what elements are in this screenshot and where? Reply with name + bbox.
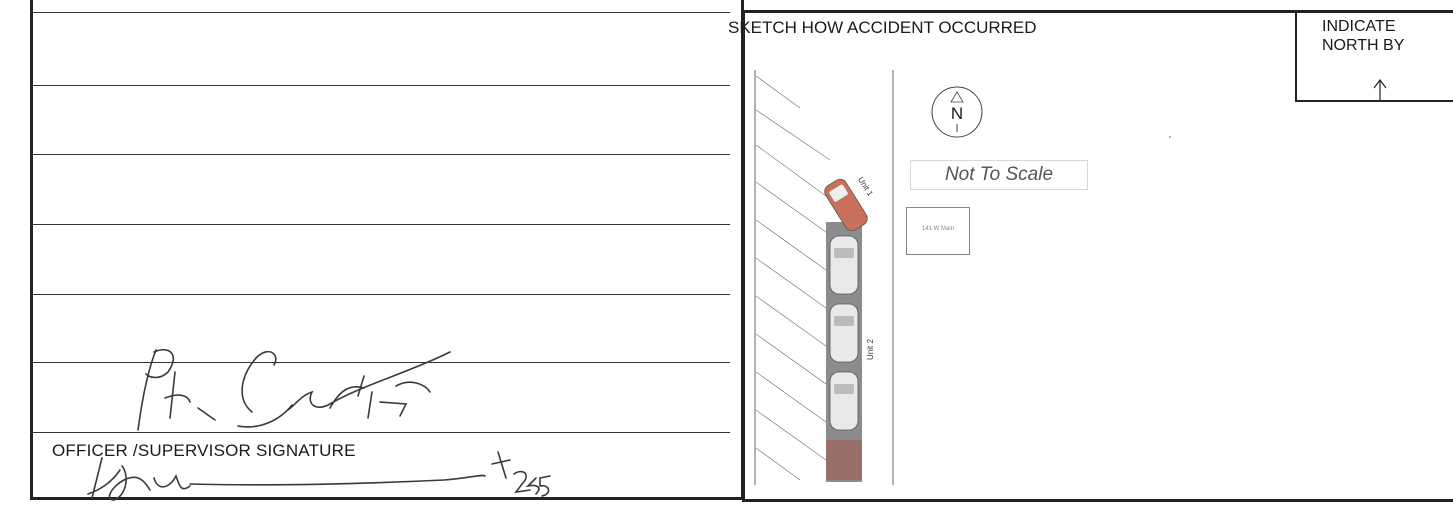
narrative-line (30, 85, 730, 86)
signature-stroke (137, 348, 174, 431)
vehicle-unit2-a (829, 235, 859, 295)
compass-north-letter: N (950, 104, 964, 123)
signature-label: OFFICER /SUPERVISOR SIGNATURE (52, 441, 356, 460)
north-box-line-2: NORTH BY (1322, 37, 1405, 54)
unit-2-label: Unit 2 (865, 339, 875, 360)
sketch-section (742, 10, 1453, 502)
narrative-line (30, 224, 730, 225)
accident-report-form: OFFICER /SUPERVISOR SIGNATURE (30, 0, 1453, 502)
signature-stroke (395, 381, 431, 393)
signature-stroke (87, 457, 191, 501)
signature-stroke (237, 350, 451, 428)
signature-stroke (189, 474, 486, 486)
parking-hatching (755, 75, 831, 481)
not-to-scale-label: Not To Scale (910, 160, 1088, 190)
compass-icon (931, 86, 983, 138)
narrative-line (30, 12, 730, 13)
vehicle-unit1 (824, 178, 868, 232)
handwritten-signatures (87, 348, 551, 501)
address-box: 141 W Main (906, 207, 970, 255)
narrative-line (30, 362, 730, 363)
narrative-line (30, 154, 730, 155)
narrative-line (30, 294, 730, 295)
signature-stroke (513, 470, 551, 497)
unit2-tail-shading (826, 440, 862, 480)
signature-stroke (491, 451, 511, 479)
vehicle-unit2-c (829, 371, 859, 431)
narrative-line (30, 432, 730, 433)
sketch-title: SKETCH HOW ACCIDENT OCCURRED (728, 18, 1037, 37)
north-box-line-1: INDICATE (1322, 18, 1396, 35)
signature-stroke (329, 375, 408, 419)
north-arrow-icon (1373, 79, 1387, 100)
vehicle-unit2-b (829, 303, 859, 363)
indicate-north-box: INDICATE NORTH BY (1295, 10, 1453, 102)
signature-stroke (164, 371, 216, 421)
